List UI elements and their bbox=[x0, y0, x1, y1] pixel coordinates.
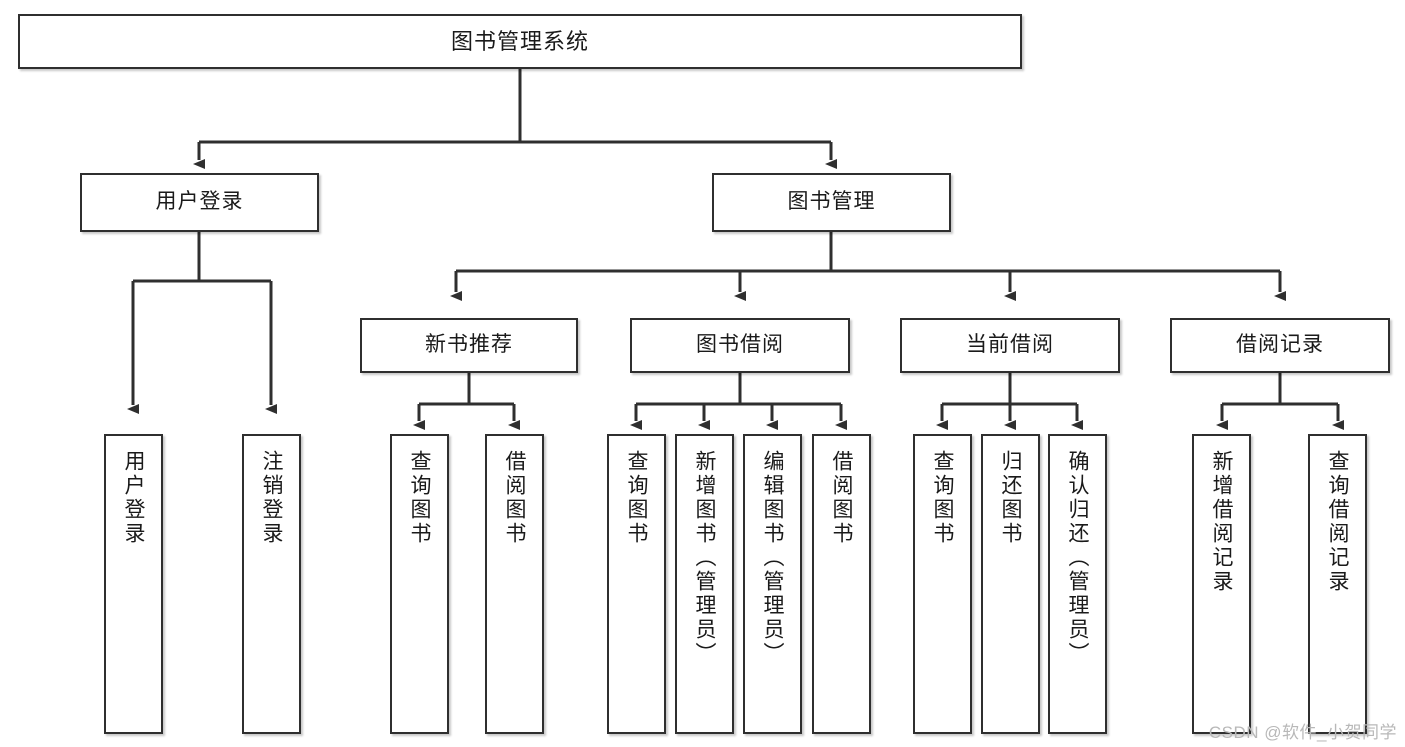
node-label: 归还图书 bbox=[999, 450, 1022, 546]
node-label: 图书借阅 bbox=[696, 333, 784, 357]
csdn-watermark: CSDN @软件_小贺同学 bbox=[1208, 723, 1397, 742]
node-new-book-recommend[interactable]: 新书推荐 bbox=[360, 318, 578, 373]
node-root-book-management-system[interactable]: 图书管理系统 bbox=[18, 14, 1022, 69]
node-leaf-logout-login[interactable]: 注销登录 bbox=[242, 434, 301, 734]
node-label: 查询图书 bbox=[408, 450, 431, 546]
node-label: 当前借阅 bbox=[966, 333, 1054, 357]
node-leaf-borrow-book-2[interactable]: 借阅图书 bbox=[812, 434, 871, 734]
node-label: 注销登录 bbox=[260, 450, 283, 546]
node-leaf-query-book-2[interactable]: 查询图书 bbox=[607, 434, 666, 734]
node-leaf-add-book[interactable]: 新增图书（管理员） bbox=[675, 434, 734, 734]
node-label: 编辑图书（管理员） bbox=[761, 450, 784, 666]
node-leaf-query-record[interactable]: 查询借阅记录 bbox=[1308, 434, 1367, 734]
node-borrow-record[interactable]: 借阅记录 bbox=[1170, 318, 1390, 373]
node-book-manage[interactable]: 图书管理 bbox=[712, 173, 951, 232]
node-leaf-query-book-1[interactable]: 查询图书 bbox=[390, 434, 449, 734]
node-leaf-user-login[interactable]: 用户登录 bbox=[104, 434, 163, 734]
node-label: 借阅图书 bbox=[503, 450, 526, 546]
node-label: 查询图书 bbox=[931, 450, 954, 546]
node-leaf-borrow-book-1[interactable]: 借阅图书 bbox=[485, 434, 544, 734]
node-label: 借阅记录 bbox=[1236, 333, 1324, 357]
node-label: 用户登录 bbox=[122, 450, 145, 546]
node-label: 图书管理系统 bbox=[450, 28, 589, 54]
node-user-login[interactable]: 用户登录 bbox=[80, 173, 319, 232]
node-label: 图书管理 bbox=[787, 190, 876, 214]
node-label: 借阅图书 bbox=[830, 450, 853, 546]
node-label: 新增借阅记录 bbox=[1210, 450, 1233, 594]
node-label: 新书推荐 bbox=[425, 333, 513, 357]
node-leaf-confirm-return[interactable]: 确认归还（管理员） bbox=[1048, 434, 1107, 734]
node-leaf-edit-book[interactable]: 编辑图书（管理员） bbox=[743, 434, 802, 734]
node-label: 用户登录 bbox=[155, 190, 244, 214]
node-leaf-query-book-3[interactable]: 查询图书 bbox=[913, 434, 972, 734]
node-book-borrow[interactable]: 图书借阅 bbox=[630, 318, 850, 373]
node-label: 查询图书 bbox=[625, 450, 648, 546]
node-current-borrow[interactable]: 当前借阅 bbox=[900, 318, 1120, 373]
node-leaf-add-record[interactable]: 新增借阅记录 bbox=[1192, 434, 1251, 734]
node-leaf-return-book[interactable]: 归还图书 bbox=[981, 434, 1040, 734]
node-label: 确认归还（管理员） bbox=[1066, 450, 1089, 666]
node-label: 查询借阅记录 bbox=[1326, 450, 1349, 594]
node-label: 新增图书（管理员） bbox=[693, 450, 716, 666]
